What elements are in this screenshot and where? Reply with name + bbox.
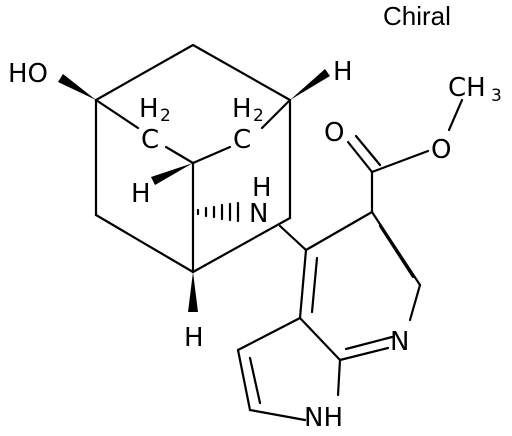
- bridgehead-h-top-right: H: [333, 57, 353, 87]
- hydroxyl-label: HO: [8, 59, 48, 89]
- chiral-label: Chiral: [383, 1, 451, 31]
- methyl-label: CH: [448, 73, 486, 103]
- pyrrole-nh-label: NH: [304, 403, 343, 433]
- methylene-left-h: H: [139, 94, 159, 124]
- wedge-bond-h-top-right: [290, 69, 330, 100]
- methylene-left-c: C: [141, 125, 159, 155]
- bridgehead-h-bottom: H: [184, 323, 204, 353]
- amine-n-label: N: [249, 199, 268, 229]
- pyridine-ring: [298, 210, 422, 362]
- cage-bonds: [94, 43, 292, 274]
- bridgehead-h-left: H: [131, 179, 151, 209]
- methyl-sub: 3: [491, 86, 502, 106]
- wedge-bond-h-left: [151, 163, 193, 185]
- pyridine-n-label: N: [390, 327, 409, 357]
- methylene-right-sub: 2: [253, 106, 264, 126]
- ester-carbonyl-o: O: [324, 118, 344, 148]
- pyrrole-ring: [236, 316, 342, 422]
- hashed-bond-nh: [196, 201, 240, 223]
- methylene-left-sub: 2: [160, 106, 171, 126]
- wedge-bond-h-bottom: [188, 272, 198, 312]
- methylene-right-c: C: [233, 125, 251, 155]
- bond-cage-to-ring: [278, 224, 308, 252]
- ester-group: [346, 98, 464, 214]
- wedge-bond-oh: [58, 74, 96, 100]
- methylene-right-h: H: [232, 94, 252, 124]
- ester-ether-o: O: [431, 135, 451, 165]
- amine-h-label: H: [252, 173, 272, 203]
